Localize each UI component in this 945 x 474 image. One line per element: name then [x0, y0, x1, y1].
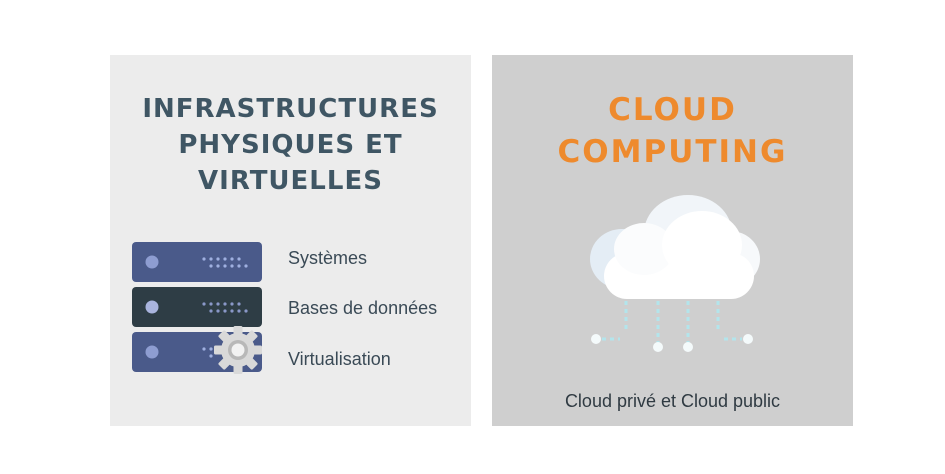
cloud-icon — [590, 195, 760, 352]
data-nodes — [591, 334, 753, 352]
left-title-line-3: VIRTUELLES — [198, 166, 383, 196]
server-stack-icon — [132, 242, 262, 374]
list-item-virtualisation: Virtualisation — [288, 349, 391, 369]
server-unit-systems — [132, 242, 262, 282]
cloud-caption: Cloud privé et Cloud public — [564, 391, 781, 411]
right-title-line-1: CLOUD — [608, 92, 737, 128]
right-panel: CLOUD COMPUTING Cloud privé et Cloud pub… — [492, 55, 853, 426]
server-unit-databases — [132, 287, 262, 327]
left-panel-title: INFRASTRUCTURES PHYSIQUES ET VIRTUELLES — [110, 91, 471, 199]
data-lines — [602, 301, 742, 347]
right-title-line-2: COMPUTING — [557, 134, 788, 170]
list-item-systems: Systèmes — [288, 248, 368, 268]
cloud-shape — [590, 195, 760, 299]
left-title-line-2: PHYSIQUES ET — [178, 130, 403, 160]
right-panel-title: CLOUD COMPUTING — [492, 89, 853, 173]
gear-icon — [214, 326, 262, 374]
list-item-databases: Bases de données — [288, 298, 438, 318]
left-title-line-1: INFRASTRUCTURES — [142, 94, 439, 124]
left-panel: INFRASTRUCTURES PHYSIQUES ET VIRTUELLES — [110, 55, 471, 426]
